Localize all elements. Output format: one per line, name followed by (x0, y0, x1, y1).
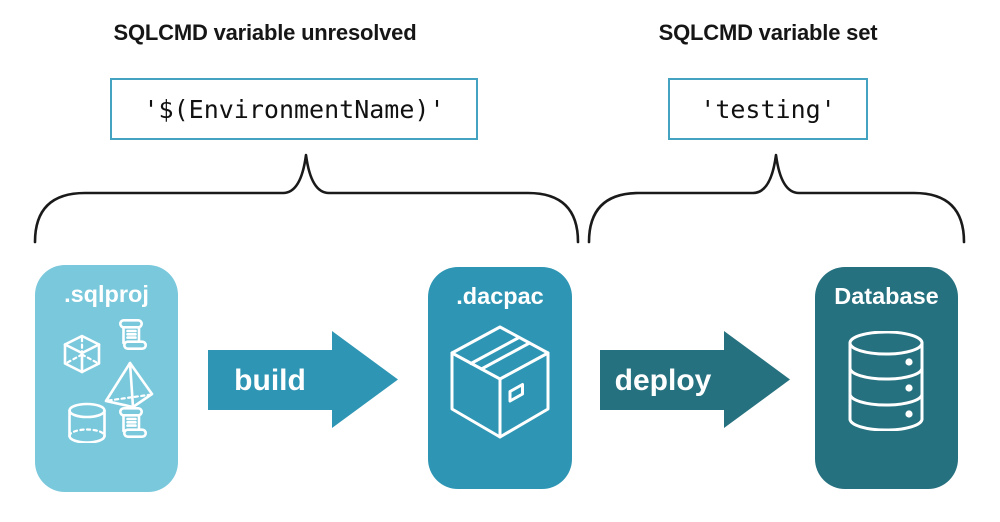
cylinder-icon (68, 402, 106, 443)
cube-icon (63, 334, 101, 374)
script-icon (119, 319, 147, 351)
script-icon (118, 406, 147, 439)
build-arrow-label: build (234, 364, 306, 397)
build-arrow-shape (208, 331, 398, 428)
sqlproj-box: .sqlproj (35, 265, 178, 492)
resolved-variable-text: 'testing' (700, 94, 836, 124)
build-arrow (208, 331, 398, 428)
left-header: SQLCMD variable unresolved (113, 20, 417, 45)
deploy-arrow-label: deploy (614, 364, 712, 397)
sql-objects-icon (63, 319, 154, 443)
database-icon (848, 331, 924, 431)
unresolved-variable-text: '$(EnvironmentName)' (143, 94, 445, 124)
resolved-variable-box: 'testing' (668, 78, 868, 140)
dacpac-box: .dacpac (428, 267, 572, 489)
database-label: Database (834, 283, 939, 309)
deploy-arrow-shape (600, 331, 790, 428)
dacpac-label: .dacpac (456, 283, 544, 309)
right-header: SQLCMD variable set (658, 20, 878, 45)
database-box: Database (815, 267, 958, 489)
pyramid-icon (104, 361, 154, 409)
left-brace (33, 153, 580, 244)
deploy-arrow (600, 331, 790, 428)
package-icon (450, 325, 550, 439)
right-brace (587, 153, 966, 244)
unresolved-variable-box: '$(EnvironmentName)' (110, 78, 478, 140)
sqlproj-label: .sqlproj (64, 281, 149, 307)
